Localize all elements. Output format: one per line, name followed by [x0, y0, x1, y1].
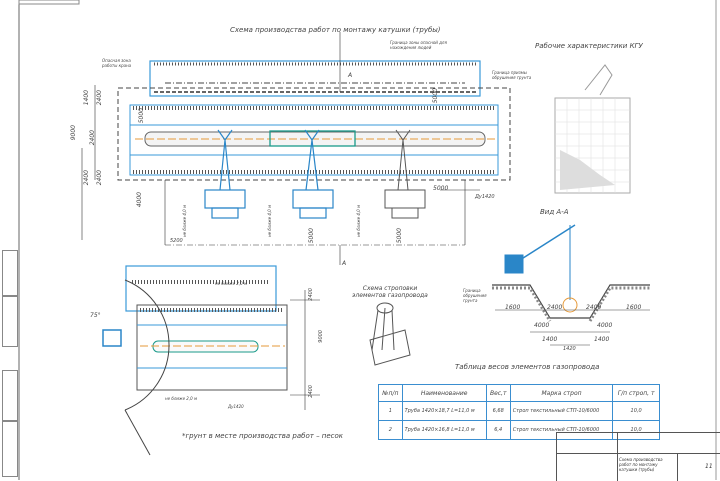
- pipe-label-top: Ду1420: [475, 194, 495, 200]
- dim-5000e: 5000: [432, 88, 439, 104]
- dim-2400: 2400: [96, 90, 103, 106]
- sheet-number: 11: [705, 463, 713, 470]
- dim-5000d: 5000: [433, 185, 449, 192]
- dim-4000: 4000: [136, 192, 143, 208]
- section-view-title: Вид А-А: [540, 208, 569, 216]
- dim-5000c: 5000: [396, 228, 403, 244]
- lower-offset-bottom: не ближе 2,0 м: [165, 396, 197, 401]
- lower-offset-top: не ближе 2,0 м: [215, 281, 247, 286]
- offset-label-3: не ближе 4,0 м: [356, 205, 361, 237]
- dim-1400: 1400: [83, 90, 90, 106]
- col-header: Г/п строп, т: [612, 384, 660, 402]
- col-header: Марка строп: [509, 384, 614, 402]
- main-plan-title: Схема производства работ по монтажу кату…: [230, 26, 441, 34]
- table-cell: Труба 1420×16,8 L=11,0 м: [401, 420, 487, 440]
- main-plan: [81, 32, 511, 265]
- lower-dim-2400a: 2400: [308, 288, 314, 301]
- hazard-zone-rect: [149, 60, 481, 97]
- offset-label-2: не ближе 4,0 м: [267, 205, 272, 237]
- section-view: [492, 224, 650, 346]
- dim-5000a: 5000: [138, 108, 145, 124]
- soil-note: *грунт в месте производства работ – песо…: [182, 432, 344, 440]
- table-cell: 10,0: [612, 420, 660, 440]
- table-cell: 6,68: [485, 401, 511, 421]
- table-cell: Строп текстильный СТП-10/6000: [509, 420, 614, 440]
- weights-table: №п/п Наименование Вес,т Марка строп Г/п …: [378, 384, 660, 440]
- dim-2400d: 2400: [96, 170, 103, 186]
- dim-1420: 1420: [563, 346, 576, 352]
- frame-corner-box: [18, 0, 80, 5]
- table-cell: Строп текстильный СТП-10/6000: [509, 401, 614, 421]
- table-cell: 2: [378, 420, 403, 440]
- table-cell: 1: [378, 401, 403, 421]
- table-row: 2 Труба 1420×16,8 L=11,0 м 6,4 Строп тек…: [378, 420, 660, 440]
- dim-2400-s2: 2400: [586, 304, 602, 311]
- crane-2-sling: [304, 129, 320, 191]
- boundary-label: Граница зоны опасной для нахождения люде…: [390, 40, 447, 50]
- dim-1600b: 1600: [626, 304, 642, 311]
- hazard-zone-label: Опасная зона работы крана: [102, 58, 132, 68]
- lower-dim-2400b: 2400: [308, 385, 314, 398]
- dim-2400-s1: 2400: [547, 304, 563, 311]
- table-cell: 10,0: [612, 401, 660, 421]
- crane-characteristics-chart: [554, 64, 631, 194]
- side-stamp: [0, 240, 18, 480]
- section-prism-label: Граница обрушения грунта: [463, 288, 487, 303]
- offset-label-1: не ближе 4,0 м: [182, 205, 187, 237]
- crane-3-sling: [395, 129, 411, 191]
- section-mark-top: А: [348, 72, 353, 79]
- lower-plan: [102, 265, 320, 456]
- col-header: №п/п: [378, 384, 403, 402]
- lower-pipe-label: Ду1420: [228, 404, 244, 409]
- prism-label: Граница призмы обрушения грунта: [492, 70, 532, 80]
- weights-table-title: Таблица весов элементов газопровода: [455, 363, 600, 371]
- table-cell: 6,4: [485, 420, 511, 440]
- title-block: Схема производства работ по монтажу кату…: [556, 432, 720, 481]
- dim-1400a: 1400: [542, 336, 558, 343]
- section-mark-bottom: А: [342, 260, 347, 267]
- boundary-dashed: [117, 87, 511, 181]
- dim-1400b: 1400: [594, 336, 610, 343]
- dim-9000: 9000: [70, 125, 77, 141]
- dim-4000b: 4000: [597, 322, 613, 329]
- trench-rect: [129, 104, 499, 176]
- sling-drawing: [369, 302, 411, 366]
- dim-2400c: 2400: [83, 170, 90, 186]
- chart-title: Рабочие характеристики КГУ: [535, 42, 643, 50]
- col-header: Наименование: [401, 384, 487, 402]
- sling-scheme-title: Схема строповки элементов газопровода: [352, 285, 428, 299]
- crane-icon: [102, 329, 122, 347]
- dim-5000b: 5000: [308, 228, 315, 244]
- angle-label: 75°: [90, 312, 101, 319]
- crane-1-sling: [217, 129, 233, 191]
- table-row: 1 Труба 1420×18,7 L=11,0 м 6,68 Строп те…: [378, 401, 660, 421]
- dim-2400b: 2400: [89, 130, 96, 146]
- dim-4000a: 4000: [534, 322, 550, 329]
- dim-1600a: 1600: [505, 304, 521, 311]
- lower-dim-9000: 9000: [318, 330, 324, 343]
- table-header-row: №п/п Наименование Вес,т Марка строп Г/п …: [378, 384, 660, 402]
- title-block-name: Схема производства работ по монтажу кату…: [619, 457, 663, 472]
- dim-5200: 5200: [170, 238, 183, 244]
- col-header: Вес,т: [485, 384, 511, 402]
- table-cell: Труба 1420×18,7 L=11,0 м: [401, 401, 487, 421]
